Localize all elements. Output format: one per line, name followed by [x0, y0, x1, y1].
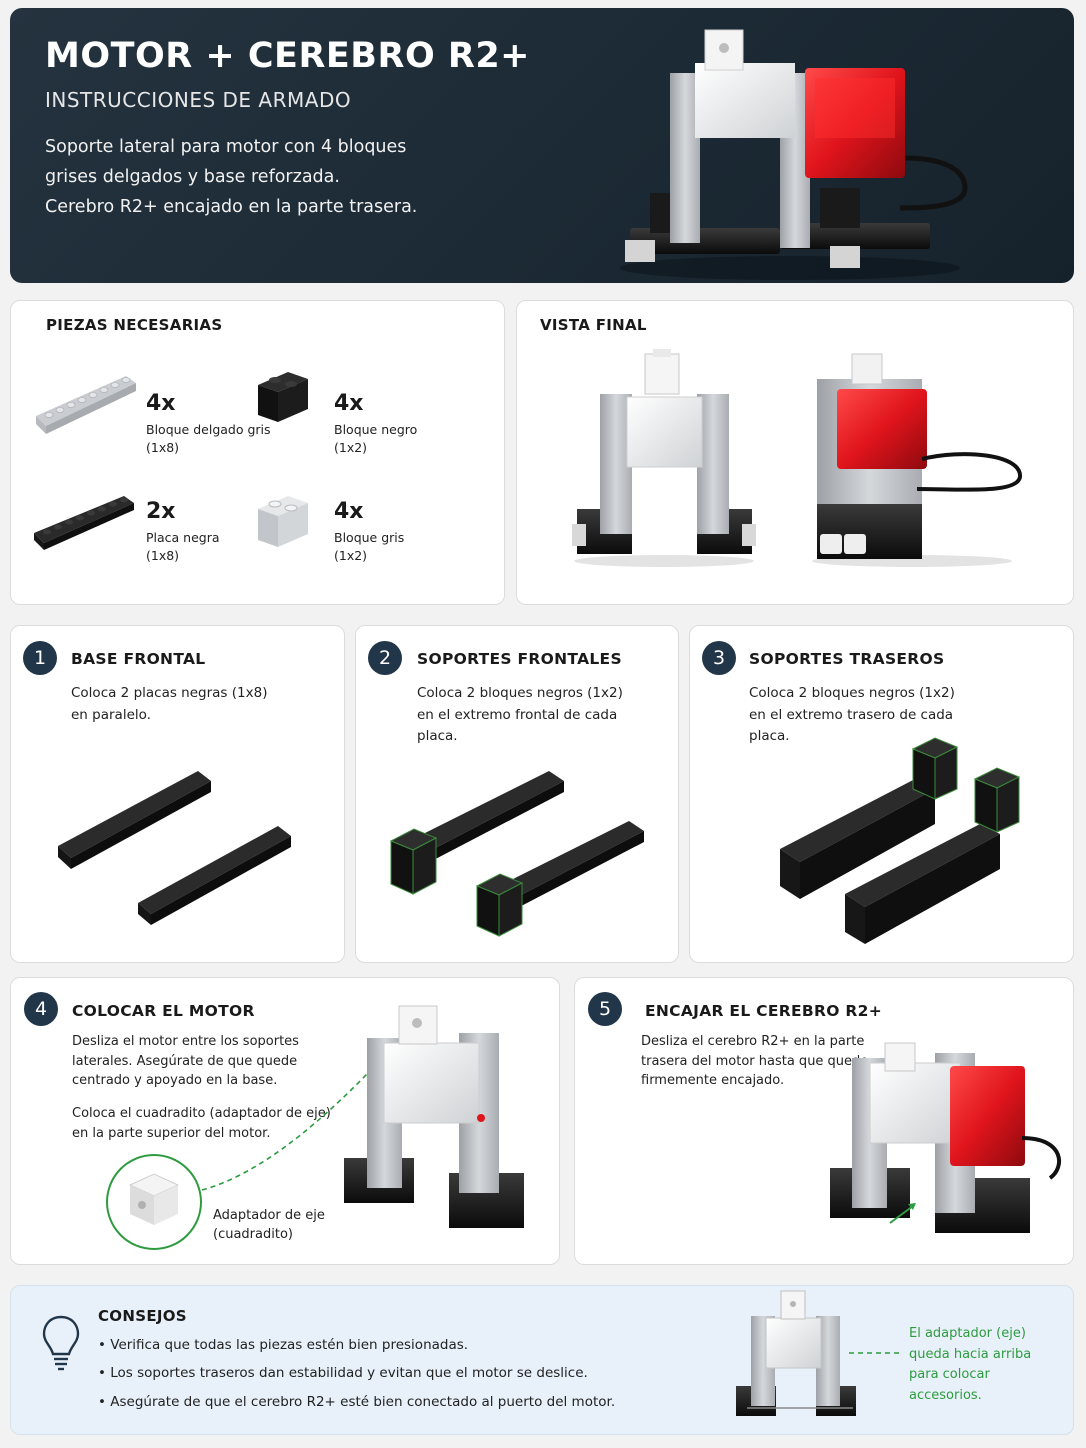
- grey-thin-brick-1x8-image: [36, 376, 136, 434]
- step-4-card: 4 COLOCAR EL MOTOR Desliza el motor entr…: [10, 977, 560, 1265]
- callout-line: Adaptador de eje: [213, 1208, 325, 1223]
- hero-robot-illustration: [620, 29, 968, 280]
- step-line: firmemente encajado.: [641, 1073, 785, 1088]
- step-3-rear-supports-image: [780, 737, 1021, 944]
- part-size-text: (1x2): [334, 548, 368, 563]
- note-line: accesorios.: [909, 1387, 982, 1403]
- note-line: El adaptador (eje): [909, 1326, 1026, 1341]
- callout-label: Adaptador de eje (cuadradito): [213, 1206, 325, 1244]
- description-line: Soporte lateral para motor con 4 bloques: [45, 137, 407, 157]
- final-view-card: VISTA FINAL: [516, 300, 1074, 605]
- header-banner: MOTOR + CEREBRO R2+ INSTRUCCIONES DE ARM…: [10, 8, 1074, 283]
- part-name: Placa negra (1x8): [146, 529, 220, 565]
- tips-panel: CONSEJOS • Verifica que todas las piezas…: [10, 1285, 1074, 1435]
- tips-robot-image: [736, 1290, 856, 1416]
- part-name-text: Bloque gris: [334, 530, 405, 545]
- page-title: MOTOR + CEREBRO R2+: [45, 36, 531, 76]
- tip-item: • Asegúrate de que el cerebro R2+ esté b…: [98, 1394, 616, 1410]
- final-front-view-image: [572, 349, 756, 567]
- step-line: Desliza el cerebro R2+ en la parte: [641, 1034, 865, 1049]
- part-name: Bloque gris (1x2): [334, 529, 404, 565]
- step-instructions: Coloca 2 placas negras (1x8) en paralelo…: [71, 683, 267, 726]
- step-title: COLOCAR EL MOTOR: [72, 1002, 255, 1020]
- note-line: queda hacia arriba: [909, 1346, 1032, 1362]
- step-instructions: Desliza el cerebro R2+ en la parte trase…: [641, 1032, 868, 1091]
- step-line: Coloca el cuadradito (adaptador de eje): [72, 1106, 331, 1121]
- step-line: Coloca 2 bloques negros (1x2): [749, 685, 955, 701]
- part-name: Bloque delgado gris (1x8): [146, 421, 271, 457]
- part-size-text: (1x8): [146, 440, 180, 455]
- step-3-card: 3 SOPORTES TRASEROS Coloca 2 bloques neg…: [689, 625, 1074, 963]
- part-size-text: (1x2): [334, 440, 368, 455]
- tip-item: • Los soportes traseros dan estabilidad …: [98, 1365, 588, 1381]
- step-title: SOPORTES FRONTALES: [417, 650, 622, 668]
- tips-title: CONSEJOS: [98, 1307, 187, 1325]
- step-1-card: 1 BASE FRONTAL Coloca 2 placas negras (1…: [10, 625, 345, 963]
- description-line: Cerebro R2+ encajado en la parte trasera…: [45, 197, 418, 217]
- step-line: trasera del motor hasta que quede: [641, 1053, 869, 1069]
- step-line: en paralelo.: [71, 706, 151, 723]
- step-line: Desliza el motor entre los soportes: [72, 1034, 299, 1049]
- dashed-connector: [849, 1352, 899, 1354]
- step-line: Coloca 2 placas negras (1x8): [71, 685, 268, 701]
- part-qty: 4x: [334, 391, 364, 416]
- tips-note: El adaptador (eje) queda hacia arriba pa…: [909, 1324, 1031, 1406]
- part-name: Bloque negro (1x2): [334, 421, 417, 457]
- parts-title: PIEZAS NECESARIAS: [46, 316, 223, 334]
- step-line: Coloca 2 bloques negros (1x2): [417, 685, 623, 701]
- step-number-badge: 4: [24, 992, 58, 1026]
- step-number-badge: 3: [702, 641, 736, 675]
- axle-adapter-callout: [106, 1014, 422, 1250]
- part-size-text: (1x8): [146, 548, 180, 563]
- part-name-text: Bloque negro: [334, 422, 418, 437]
- final-rear-view-image: [812, 353, 1022, 567]
- part-qty: 4x: [146, 391, 176, 416]
- tip-item: • Verifica que todas las piezas estén bi…: [98, 1337, 469, 1353]
- step-line: placa.: [749, 728, 790, 744]
- step-line: en la parte superior del motor.: [72, 1125, 271, 1141]
- header-description: Soporte lateral para motor con 4 bloques…: [45, 132, 465, 222]
- grey-brick-1x2-image: [258, 496, 308, 547]
- part-qty: 4x: [334, 499, 364, 524]
- lightbulb-icon: [42, 1315, 80, 1371]
- step-2-card: 2 SOPORTES FRONTALES Coloca 2 bloques ne…: [355, 625, 679, 963]
- step-instructions: Coloca 2 bloques negros (1x2) en el extr…: [417, 683, 623, 748]
- step-line: en el extremo frontal de cada: [417, 706, 618, 723]
- parts-card: PIEZAS NECESARIAS 4x Bloque delgado gris…: [10, 300, 505, 605]
- step-number-badge: 2: [368, 641, 402, 675]
- step-5-brain-image: [830, 1042, 1062, 1233]
- step-line: placa.: [417, 728, 458, 744]
- step-line: laterales. Asegúrate de que quede: [72, 1053, 298, 1069]
- black-plate-1x8-image: [34, 496, 134, 550]
- step-instructions-extra: Coloca el cuadradito (adaptador de eje) …: [72, 1104, 331, 1143]
- step-1-base-plates-image: [58, 771, 291, 925]
- step-number-badge: 1: [23, 641, 57, 675]
- step-title: SOPORTES TRASEROS: [749, 650, 945, 668]
- step-5-card: 5 ENCAJAR EL CEREBRO R2+ Desliza el cere…: [574, 977, 1074, 1265]
- page-subtitle: INSTRUCCIONES DE ARMADO: [45, 88, 352, 112]
- description-line: grises delgados y base reforzada.: [45, 167, 340, 187]
- step-line: centrado y apoyado en la base.: [72, 1073, 278, 1088]
- step-number-badge: 5: [588, 992, 622, 1026]
- step-instructions: Desliza el motor entre los soportes late…: [72, 1032, 299, 1091]
- callout-line: (cuadradito): [213, 1227, 293, 1242]
- part-name-text: Bloque delgado gris: [146, 422, 271, 437]
- final-view-title: VISTA FINAL: [540, 316, 647, 334]
- part-qty: 2x: [146, 499, 176, 524]
- black-brick-1x2-image: [258, 372, 308, 422]
- step-2-front-supports-image: [389, 771, 644, 937]
- note-line: para colocar: [909, 1367, 990, 1382]
- part-name-text: Placa negra: [146, 530, 220, 545]
- step-title: BASE FRONTAL: [71, 650, 206, 668]
- step-instructions: Coloca 2 bloques negros (1x2) en el extr…: [749, 683, 955, 748]
- step-line: en el extremo trasero de cada: [749, 706, 954, 723]
- step-title: ENCAJAR EL CEREBRO R2+: [645, 1002, 883, 1020]
- step-4-motor-image: [344, 1005, 524, 1228]
